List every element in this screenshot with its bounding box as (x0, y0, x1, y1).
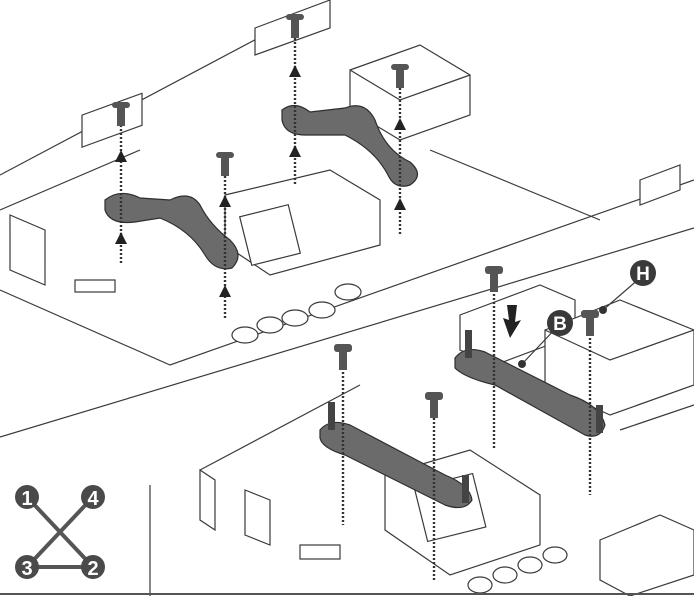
callout-b-label: B (553, 314, 567, 335)
order-3: 3 (21, 558, 32, 580)
bottom-capacitors (467, 546, 568, 594)
down-arrow-icon (503, 305, 521, 338)
callout-h (630, 260, 656, 286)
order-4: 4 (87, 488, 99, 510)
bottom-panel-motherboard (0, 227, 694, 596)
top-brackets (104, 104, 419, 270)
callout-h-label: H (636, 264, 650, 285)
order-2: 2 (87, 558, 98, 580)
callout-b (547, 310, 573, 336)
order-1: 1 (21, 488, 32, 510)
top-panel-motherboard (0, 0, 694, 366)
bottom-screws (334, 266, 599, 580)
callouts: B H (518, 260, 656, 368)
capacitors (231, 283, 362, 344)
top-screws-and-arrows (112, 14, 409, 320)
screw-order-diagram: 1 2 3 4 (15, 485, 105, 580)
